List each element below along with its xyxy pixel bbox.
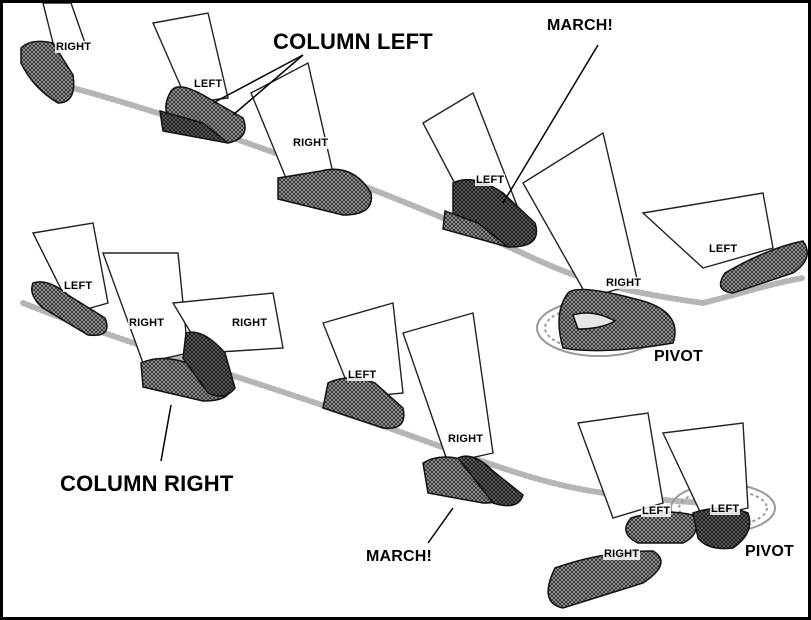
step-label: RIGHT <box>128 317 165 329</box>
step-label: LEFT <box>475 174 505 186</box>
step-label: RIGHT <box>605 277 642 289</box>
step-label: RIGHT <box>447 433 484 445</box>
label-pivot-bottom: PIVOT <box>745 543 794 561</box>
step-label: LEFT <box>708 243 738 255</box>
step-label: RIGHT <box>292 137 329 149</box>
step-label: RIGHT <box>55 41 92 53</box>
step-label: LEFT <box>63 280 93 292</box>
label-column-right: COLUMN RIGHT <box>60 471 234 497</box>
step-label: LEFT <box>641 505 671 517</box>
step-label: LEFT <box>193 78 223 90</box>
step-label: LEFT <box>347 369 377 381</box>
step-label: RIGHT <box>603 548 640 560</box>
step-label: RIGHT <box>231 317 268 329</box>
marching-feet-illustration <box>3 3 808 617</box>
label-march-top: MARCH! <box>547 17 613 35</box>
step-label: LEFT <box>710 503 740 515</box>
label-march-bottom: MARCH! <box>366 548 432 566</box>
label-pivot-top: PIVOT <box>654 348 703 366</box>
label-column-left: COLUMN LEFT <box>273 29 433 55</box>
trouser-legs <box>33 3 773 518</box>
shoe-top-3 <box>278 169 371 215</box>
